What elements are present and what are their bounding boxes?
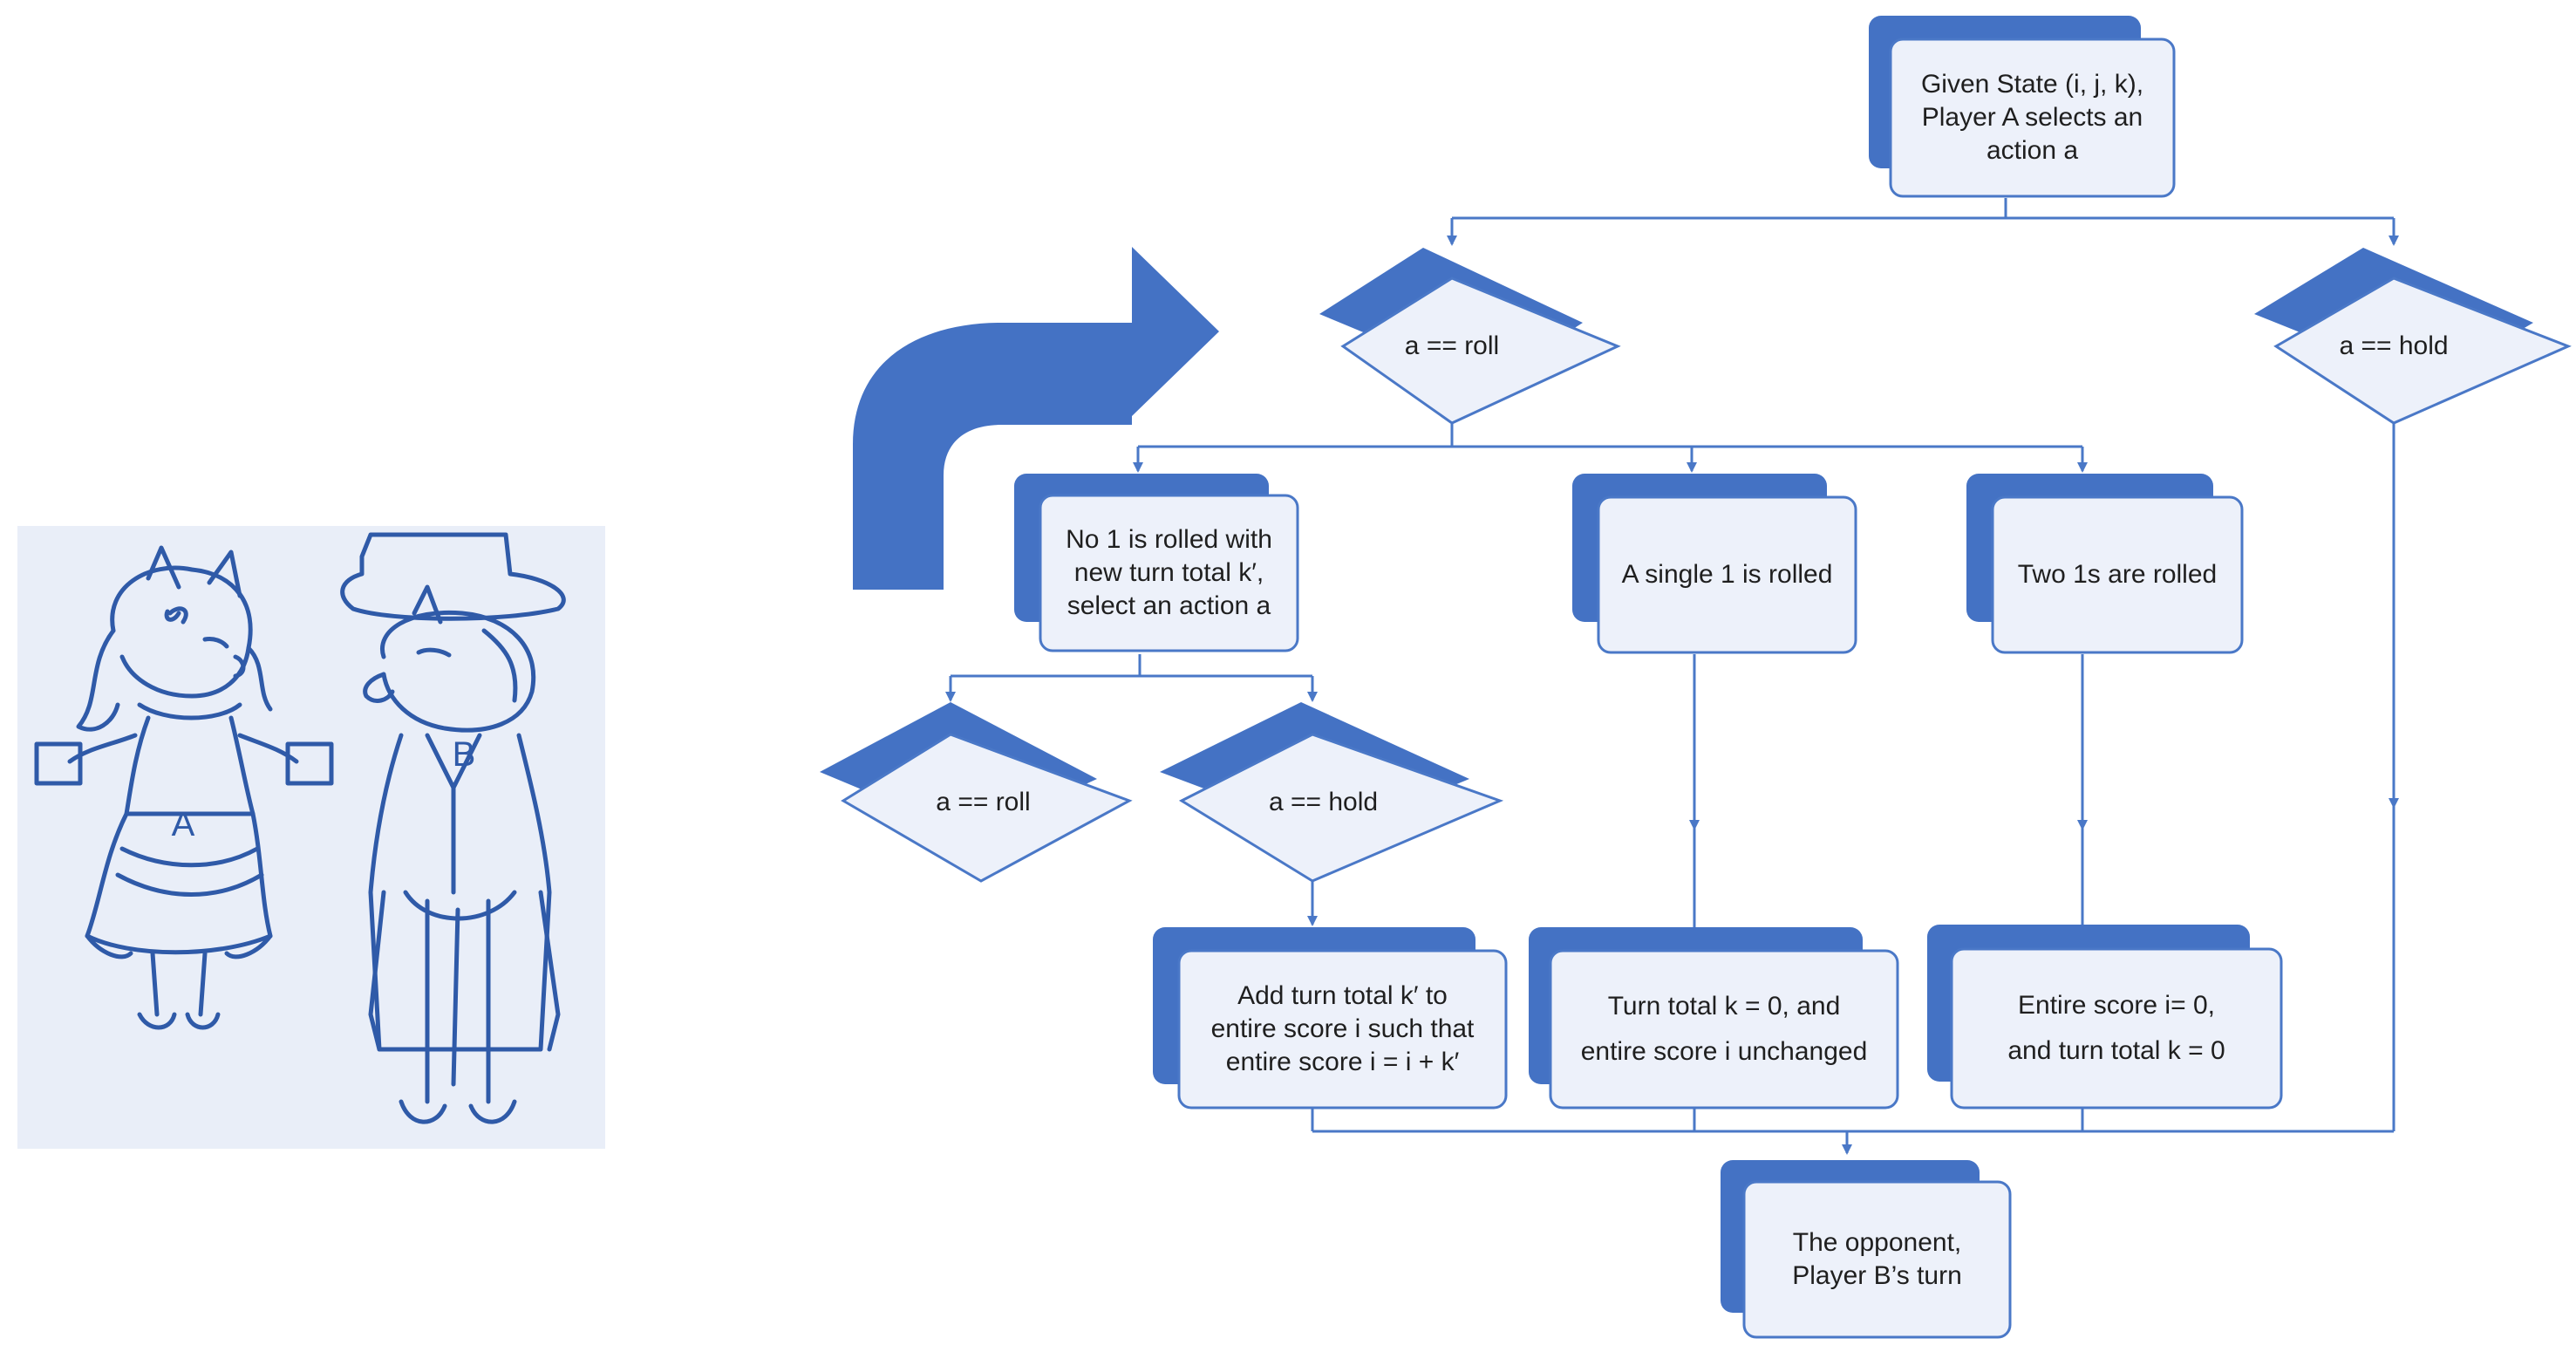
no-one-node-text: No 1 is rolled with new turn total k′, s… (1040, 495, 1298, 651)
score-zero-line-2: and turn total k = 0 (2007, 1036, 2225, 1065)
score-zero-line-1: Entire score i= 0, (2018, 991, 2215, 1020)
start-node-text: Given State (i, j, k), Player A selects … (1891, 39, 2174, 196)
two-ones-label: Two 1s are rolled (2017, 560, 2218, 589)
no-one-line-1: No 1 is rolled with (1066, 525, 1272, 554)
sub-diamond-roll (820, 702, 1133, 883)
opponent-line-1: The opponent, (1792, 1228, 1962, 1257)
sketch-drawing: A B (34, 532, 566, 1124)
no-one-line-3: select an action a (1067, 591, 1271, 620)
start-line-1: Given State (i, j, k), (1920, 70, 2144, 99)
single-one-box (1572, 474, 1857, 654)
start-line-3: action a (1986, 136, 2079, 165)
add-total-box (1153, 927, 1508, 1110)
score-zero-box (1927, 925, 2283, 1110)
player-b-figure (340, 532, 566, 1124)
sub-hold-label: a == hold (1268, 788, 1379, 816)
character-illustration: A B (17, 526, 605, 1149)
player-b-letter: B (453, 735, 476, 774)
diamond-roll (1319, 248, 1621, 425)
diamond-roll-label: a == roll (1404, 331, 1500, 360)
diamond-hold-label: a == hold (2339, 331, 2449, 360)
turn-zero-line-1: Turn total k = 0, and (1607, 992, 1841, 1021)
sub-diamond-hold (1160, 702, 1504, 883)
no-one-box (1014, 474, 1299, 652)
connectors (945, 198, 2399, 1155)
opponent-node-text: The opponent, Player B’s turn (1744, 1182, 2010, 1337)
add-total-line-2: entire score i such that (1210, 1014, 1475, 1043)
add-total-line-3: entire score i = i + k′ (1225, 1048, 1460, 1076)
turn-zero-line-2: entire score i unchanged (1580, 1037, 1868, 1066)
diamond-hold (2254, 248, 2572, 425)
opponent-box (1721, 1160, 2012, 1339)
turn-zero-box (1529, 927, 1899, 1110)
two-ones-box (1966, 474, 2244, 654)
player-a-figure (34, 545, 334, 1030)
player-a-letter: A (172, 805, 195, 843)
start-box (1869, 16, 2176, 198)
score-zero-node-text: Entire score i= 0, and turn total k = 0 (1952, 949, 2281, 1108)
sub-roll-label: a == roll (936, 788, 1031, 816)
single-one-label: A single 1 is rolled (1621, 560, 1833, 589)
no-one-line-2: new turn total k′, (1073, 558, 1264, 587)
start-line-2: Player A selects an (1921, 103, 2143, 132)
add-total-node-text: Add turn total k′ to entire score i such… (1179, 951, 1506, 1108)
curved-arrow-icon (853, 247, 1219, 590)
opponent-line-2: Player B’s turn (1792, 1261, 1962, 1290)
turn-zero-node-text: Turn total k = 0, and entire score i unc… (1550, 951, 1898, 1108)
add-total-line-1: Add turn total k′ to (1237, 981, 1448, 1010)
